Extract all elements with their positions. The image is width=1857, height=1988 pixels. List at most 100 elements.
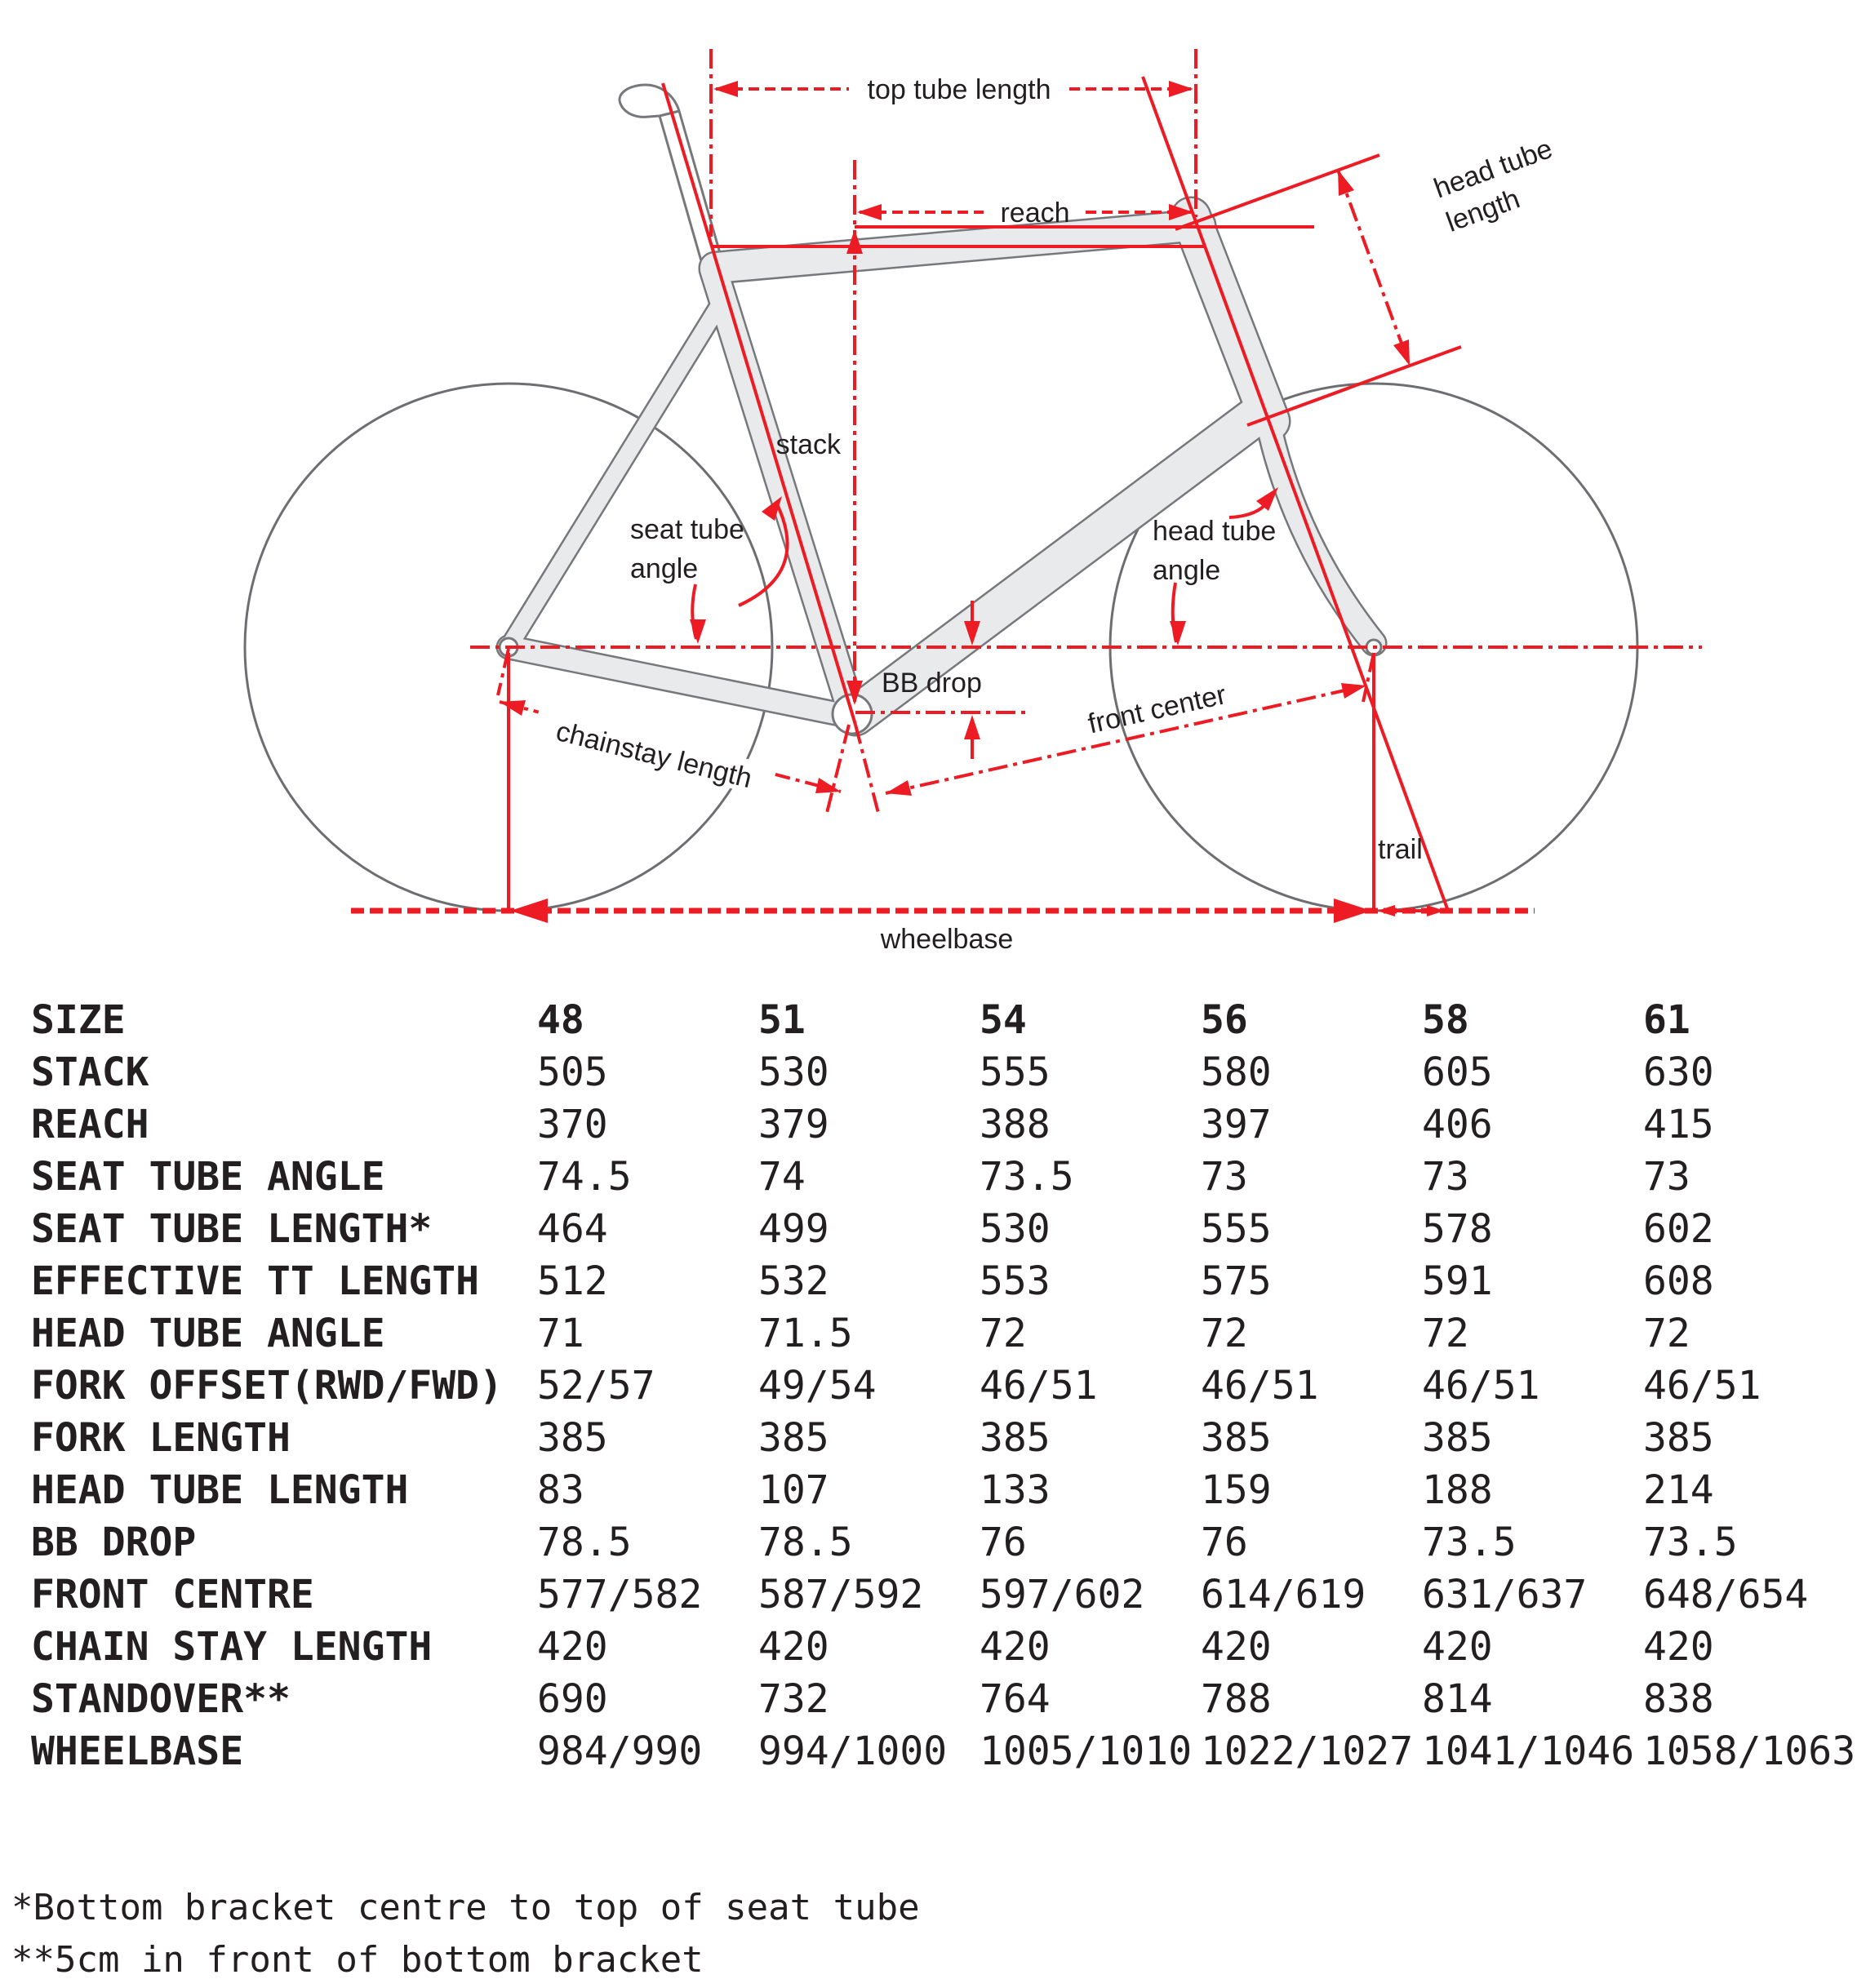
cell: 73.5 — [980, 1154, 1074, 1200]
cell: 58 — [1422, 997, 1469, 1043]
cell: 379 — [758, 1102, 829, 1147]
seat-tube-angle-label: angle — [630, 553, 698, 584]
cell: 994/1000 — [758, 1728, 948, 1774]
cell: 580 — [1201, 1049, 1272, 1095]
cell: 575 — [1201, 1258, 1272, 1304]
cell: 1022/1027 — [1201, 1728, 1414, 1774]
cell: 159 — [1201, 1467, 1272, 1513]
cell: 420 — [1643, 1624, 1714, 1670]
cell: 605 — [1422, 1049, 1493, 1095]
cell: 133 — [980, 1467, 1051, 1513]
cell: 420 — [980, 1624, 1051, 1670]
cell: 73 — [1422, 1154, 1469, 1200]
cell: 397 — [1201, 1102, 1272, 1147]
cell: 71.5 — [758, 1311, 853, 1356]
cell: 61 — [1643, 997, 1690, 1043]
cell: 76 — [980, 1520, 1027, 1565]
dimension-lines — [351, 49, 1702, 914]
footnote-standover: **5cm in front of bottom bracket — [11, 1939, 704, 1981]
row-label: STANDOVER** — [31, 1676, 291, 1722]
row-label: WHEELBASE — [31, 1728, 244, 1774]
row-label: HEAD TUBE ANGLE — [31, 1311, 385, 1356]
cell: 78.5 — [537, 1520, 632, 1565]
cell: 76 — [1201, 1520, 1248, 1565]
cell: 578 — [1422, 1206, 1493, 1252]
cell: 51 — [758, 997, 806, 1043]
cell: 630 — [1643, 1049, 1714, 1095]
cell: 530 — [980, 1206, 1051, 1252]
cell: 78.5 — [758, 1520, 853, 1565]
dimension-arrows — [500, 81, 1445, 923]
row-label: STACK — [31, 1049, 149, 1095]
cell: 46/51 — [1422, 1363, 1540, 1409]
frame-fill — [498, 198, 1385, 734]
cell: 505 — [537, 1049, 608, 1095]
row-label: EFFECTIVE TT LENGTH — [31, 1258, 480, 1304]
cell: 54 — [980, 997, 1027, 1043]
cell: 1005/1010 — [980, 1728, 1193, 1774]
cell: 49/54 — [758, 1363, 877, 1409]
cell: 74.5 — [537, 1154, 632, 1200]
cell: 56 — [1201, 997, 1248, 1043]
seat-tube-axis-line — [661, 82, 857, 726]
row-label: FORK LENGTH — [31, 1415, 291, 1461]
reach-label: reach — [1000, 197, 1069, 229]
row-label: HEAD TUBE LENGTH — [31, 1467, 409, 1513]
cell: 73 — [1643, 1154, 1690, 1200]
htl-ext-lower — [1246, 345, 1462, 427]
seat-tube-angle-label: seat tube — [630, 514, 744, 545]
table-row: REACH 370 379 388 397 406 415 — [31, 1098, 1857, 1151]
cell: 577/582 — [537, 1572, 703, 1617]
cell: 690 — [537, 1676, 608, 1722]
wheelbase-label: wheelbase — [880, 924, 1014, 955]
cell: 385 — [980, 1415, 1051, 1461]
footnotes: *Bottom bracket centre to top of seat tu… — [11, 1882, 1857, 1986]
cell: 107 — [758, 1467, 829, 1513]
row-label: FORK OFFSET(RWD/FWD) — [31, 1363, 503, 1409]
table-row: HEAD TUBE ANGLE 71 71.5 72 72 72 72 — [31, 1307, 1857, 1360]
cell: 73.5 — [1422, 1520, 1517, 1565]
cell: 512 — [537, 1258, 608, 1304]
stack-label: stack — [776, 429, 842, 460]
cell: 74 — [758, 1154, 806, 1200]
cell: 1041/1046 — [1422, 1728, 1635, 1774]
row-label: SEAT TUBE LENGTH* — [31, 1206, 433, 1252]
cell: 420 — [537, 1624, 608, 1670]
row-label: REACH — [31, 1102, 149, 1147]
front-center-dim-line — [885, 684, 1367, 795]
cell: 72 — [1422, 1311, 1469, 1356]
cell: 83 — [537, 1467, 584, 1513]
cell: 984/990 — [537, 1728, 703, 1774]
cell: 555 — [980, 1049, 1051, 1095]
cell: 648/654 — [1643, 1572, 1809, 1617]
cell: 73 — [1201, 1154, 1248, 1200]
cell: 370 — [537, 1102, 608, 1147]
front-center-label: front center — [1086, 679, 1229, 739]
cell: 406 — [1422, 1102, 1493, 1147]
cell: 602 — [1643, 1206, 1714, 1252]
cell: 415 — [1643, 1102, 1714, 1147]
cell: 71 — [537, 1311, 584, 1356]
cell: 385 — [537, 1415, 608, 1461]
cell: 385 — [1201, 1415, 1272, 1461]
cell: 188 — [1422, 1467, 1493, 1513]
cell: 388 — [980, 1102, 1051, 1147]
trail-label: trail — [1378, 834, 1423, 865]
cell: 72 — [1201, 1311, 1248, 1356]
cell: 52/57 — [537, 1363, 655, 1409]
cell: 72 — [980, 1311, 1027, 1356]
bb-drop-label: BB drop — [882, 668, 982, 699]
cell: 814 — [1422, 1676, 1493, 1722]
cell: 72 — [1643, 1311, 1690, 1356]
row-label: BB DROP — [31, 1520, 197, 1565]
